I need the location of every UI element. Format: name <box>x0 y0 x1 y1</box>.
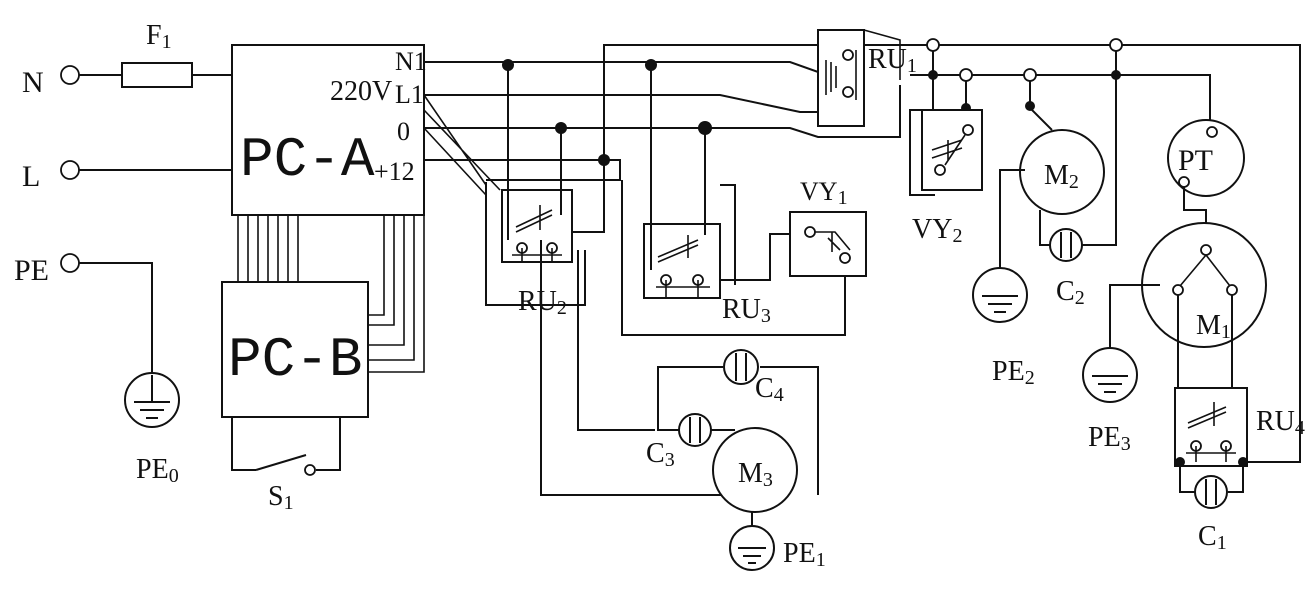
pc-a-pin-n1: N1 <box>395 47 427 76</box>
switch-s1-label: S1 <box>268 481 294 514</box>
relay-ru2: RU2 <box>485 65 605 319</box>
motor-m1-label: M1 <box>1196 310 1231 343</box>
capacitor-c1: C1 <box>1194 475 1228 554</box>
valve-vy1: VY1 <box>789 177 867 277</box>
capacitor-c2-label: C2 <box>1056 276 1085 309</box>
capacitor-c4-label: C4 <box>755 373 784 406</box>
terminal-n-label: N <box>22 66 44 99</box>
motor-m2-label: M2 <box>1044 160 1079 193</box>
terminal-pe: PE <box>14 253 80 287</box>
relay-ru4-label: RU4 <box>1256 406 1305 439</box>
terminal-l: L <box>22 160 80 193</box>
ground-pe2-label: PE2 <box>992 356 1035 389</box>
fuse-f1 <box>121 62 193 88</box>
ground-pe3: PE3 <box>1082 284 1160 455</box>
capacitor-c3: C3 <box>646 413 712 471</box>
ground-pe1: PE1 <box>729 512 826 571</box>
pc-a-pin-0: 0 <box>397 117 410 146</box>
fuse-f1-label: F1 <box>146 20 172 53</box>
pc-a-pin-l1: L1 <box>395 80 424 109</box>
capacitor-c1-label: C1 <box>1198 521 1227 554</box>
pc-a-pin-12: +12 <box>374 157 415 186</box>
pc-a-board: PC-A 220V N1 L1 0 +12 <box>231 44 427 216</box>
ground-pe0: PE0 <box>124 372 180 487</box>
relay-ru3-label: RU3 <box>722 294 771 327</box>
ground-pe3-label: PE3 <box>1088 422 1131 455</box>
pc-a-voltage: 220V <box>330 76 392 107</box>
relay-ru1-label: RU1 <box>868 44 917 77</box>
terminal-n: N <box>22 65 80 99</box>
pc-b-board: PC-B <box>221 281 369 418</box>
motor-m1: M1 <box>1141 222 1267 440</box>
relay-ru1: RU1 <box>817 29 917 127</box>
ground-pe0-label: PE0 <box>136 454 179 487</box>
pc-a-title: PC-A <box>240 128 375 192</box>
valve-vy2-label: VY2 <box>912 214 962 247</box>
terminal-pe-label: PE <box>14 254 49 287</box>
terminal-l-label: L <box>22 160 40 193</box>
switch-s1: S1 <box>231 417 341 514</box>
valve-vy2: VY2 <box>909 51 983 247</box>
pc-b-title: PC-B <box>228 328 362 392</box>
valve-vy1-label: VY1 <box>800 177 848 209</box>
relay-ru4: RU4 <box>1174 387 1305 467</box>
motor-m3-label: M3 <box>738 458 773 491</box>
motor-m3: M3 <box>712 427 798 513</box>
ground-pe1-label: PE1 <box>783 538 826 571</box>
capacitor-c4: C4 <box>723 349 784 406</box>
ptc-starter: PT <box>1167 119 1245 240</box>
ptc-label: PT <box>1178 144 1213 177</box>
motor-m2: M2 <box>1019 129 1105 215</box>
relay-ru2-label: RU2 <box>518 286 567 319</box>
capacitor-c3-label: C3 <box>646 438 675 471</box>
capacitor-c2: C2 <box>1049 228 1085 309</box>
relay-ru3: RU3 <box>643 65 771 327</box>
ground-pe2: PE2 <box>972 169 1035 389</box>
